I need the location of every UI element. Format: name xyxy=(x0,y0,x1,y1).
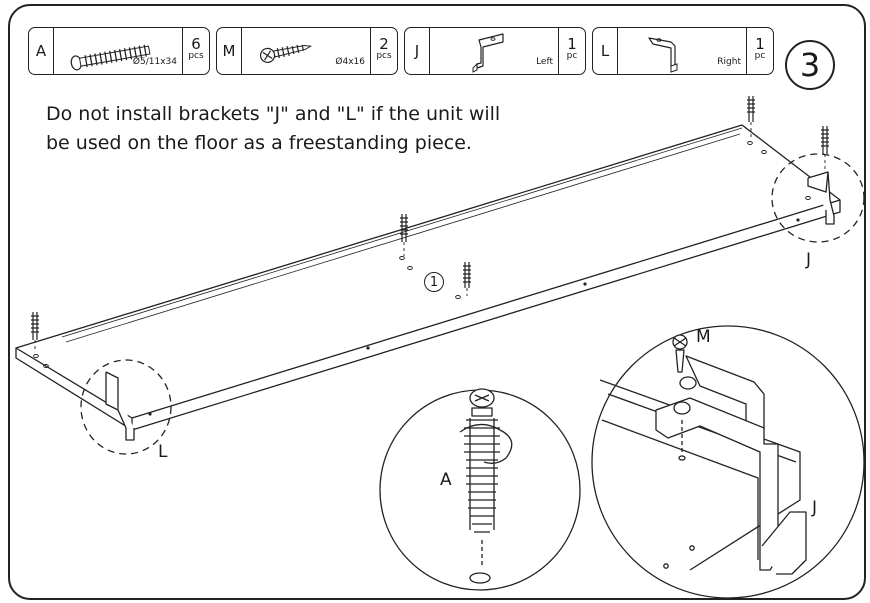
bracket-left-icon xyxy=(472,33,504,73)
instruction-note: Do not install brackets "J" and "L" if t… xyxy=(46,100,500,158)
part-l: L Right 1 pc xyxy=(592,27,774,75)
detail-bolt xyxy=(459,388,513,584)
part-code: J xyxy=(405,28,430,74)
sub-step-badge: 1 xyxy=(424,272,444,292)
part-quantity: 1 pc xyxy=(746,28,773,74)
detail-screw-label: M xyxy=(696,327,711,347)
part-m: M Ø4x16 2 pcs xyxy=(216,27,398,75)
part-size: Ø4x16 xyxy=(335,57,365,67)
part-quantity: 1 pc xyxy=(558,28,585,74)
part-size: Right xyxy=(717,57,741,67)
part-size: Ø5/11x34 xyxy=(132,57,177,67)
part-size: Left xyxy=(536,57,553,67)
bracket-l-label: L xyxy=(158,442,168,462)
part-code: L xyxy=(593,28,618,74)
part-j: J Left 1 pc xyxy=(404,27,586,75)
part-quantity: 2 pcs xyxy=(370,28,397,74)
bracket-j-callout-circle xyxy=(771,153,865,243)
part-code: A xyxy=(29,28,54,74)
cam-bolt-icon xyxy=(70,44,151,71)
detail-bracket-label: J xyxy=(812,498,818,518)
instruction-line-2: be used on the floor as a freestanding p… xyxy=(46,132,472,154)
instruction-sheet xyxy=(8,4,866,600)
screw-icon xyxy=(259,44,313,64)
detail-bracket-circle xyxy=(591,325,865,599)
bracket-l-callout-circle xyxy=(80,359,172,455)
instruction-line-1: Do not install brackets "J" and "L" if t… xyxy=(46,103,501,125)
bracket-j-label: J xyxy=(806,250,812,270)
step-number: 3 xyxy=(785,40,835,90)
bracket-right-icon xyxy=(648,37,678,73)
detail-bracket xyxy=(599,334,807,575)
cam-bolt xyxy=(31,96,829,340)
part-code: M xyxy=(217,28,242,74)
part-a: A Ø5/11x34 6 pcs xyxy=(28,27,210,75)
part-quantity: 6 pcs xyxy=(182,28,209,74)
detail-bolt-label: A xyxy=(440,470,452,490)
